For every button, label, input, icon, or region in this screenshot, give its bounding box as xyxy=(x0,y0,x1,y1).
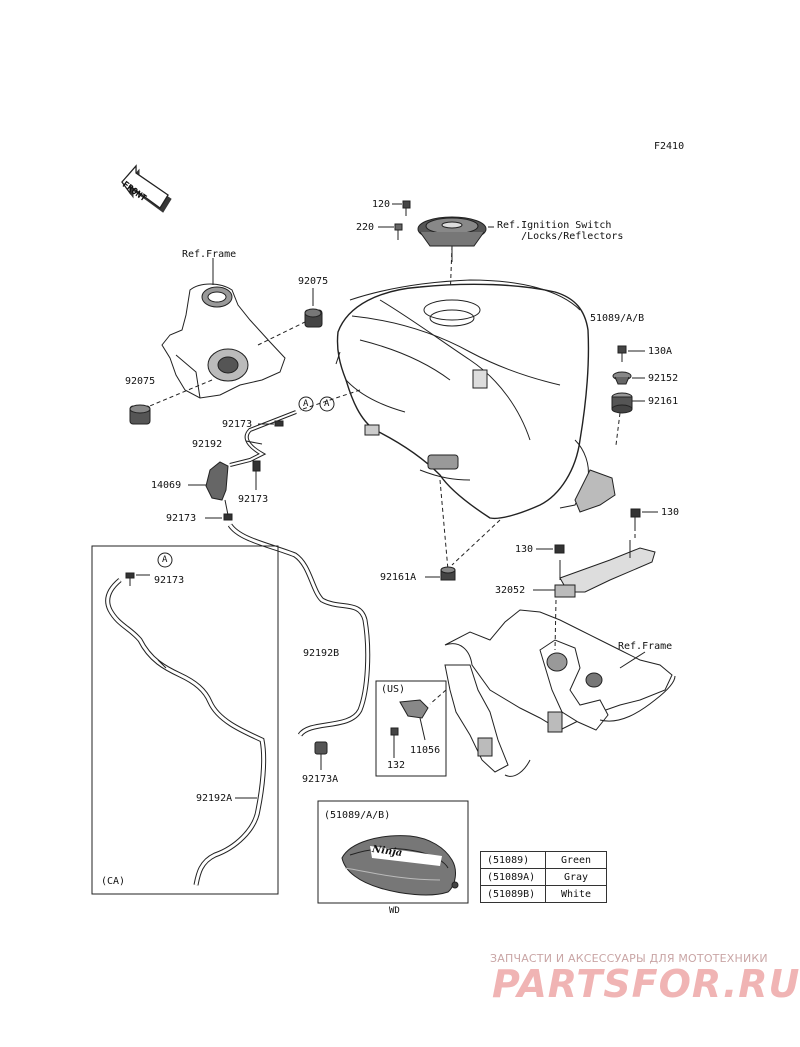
ca-box-label: (CA) xyxy=(101,876,126,887)
screw-220 xyxy=(378,223,403,240)
bracket-32052 xyxy=(533,540,656,598)
damper-92161 xyxy=(611,392,645,446)
table-row: (51089) Green xyxy=(480,851,607,869)
variant-box xyxy=(317,800,469,904)
bolt-130-right xyxy=(630,508,658,540)
watermark-tagline: ЗАПЧАСТИ И АКСЕССУАРЫ ДЛЯ МОТОТЕХНИКИ xyxy=(490,952,768,965)
color-table: (51089) Green (51089A) Gray (51089B) Whi… xyxy=(480,851,607,903)
us-box xyxy=(375,680,447,777)
callout-a-1: A xyxy=(303,399,309,409)
table-row: (51089A) Gray xyxy=(480,868,607,886)
label-220: 220 xyxy=(356,222,375,233)
bolt-130A xyxy=(617,345,645,362)
label-92192A: 92192A xyxy=(196,793,233,804)
label-130-mid: 130 xyxy=(515,544,534,555)
clamp-92173-ca xyxy=(125,572,150,586)
watermark-logo: PARTSFOR.RU xyxy=(492,962,800,1006)
label-51089: 51089/A/B xyxy=(590,313,645,324)
label-92192: 92192 xyxy=(192,439,223,450)
label-92173-c: 92173 xyxy=(166,513,197,524)
bolt-130-mid xyxy=(536,544,565,554)
color-code: (51089) xyxy=(480,851,546,869)
callout-a-3: A xyxy=(162,555,168,565)
damper-92075-left xyxy=(129,404,151,425)
front-arrow-icon xyxy=(121,164,172,213)
frame-part-top xyxy=(144,258,306,409)
wd-label: WD xyxy=(389,906,400,916)
label-92161: 92161 xyxy=(648,396,679,407)
label-11056: 11056 xyxy=(410,745,441,756)
fuel-tank xyxy=(299,279,616,571)
color-name: Green xyxy=(545,851,607,869)
callout-a-2: A xyxy=(324,399,330,409)
label-130-right: 130 xyxy=(661,507,680,518)
label-92192B: 92192B xyxy=(303,648,340,659)
color-name: White xyxy=(545,885,607,903)
grommet-92152 xyxy=(612,371,645,385)
fuel-cap xyxy=(417,216,487,301)
color-code: (51089B) xyxy=(480,885,546,903)
figure-code: F2410 xyxy=(654,141,685,152)
label-92173A: 92173A xyxy=(302,774,339,785)
damper-92075-top xyxy=(304,288,323,328)
label-92075-left: 92075 xyxy=(125,376,156,387)
label-92173-a: 92173 xyxy=(222,419,253,430)
ca-box xyxy=(91,545,279,895)
hose-92192 xyxy=(229,410,297,467)
label-92173-b: 92173 xyxy=(238,494,269,505)
label-92173-ca: 92173 xyxy=(154,575,185,586)
label-92152: 92152 xyxy=(648,373,679,384)
label-132: 132 xyxy=(387,760,406,771)
callout-a xyxy=(157,396,335,568)
label-92075-top: 92075 xyxy=(298,276,329,287)
label-92161A: 92161A xyxy=(380,572,417,583)
bracket-11056 xyxy=(399,689,447,741)
clamp-92173-a xyxy=(258,420,284,427)
variant-box-title: (51089/A/B) xyxy=(324,810,391,821)
label-120: 120 xyxy=(372,199,391,210)
fitting-14069 xyxy=(188,461,229,516)
hose-92192B xyxy=(227,523,371,737)
us-box-label: (US) xyxy=(381,684,406,695)
ref-ignition: Ref.Ignition Switch /Locks/Reflectors xyxy=(497,220,624,242)
clamp-92173A xyxy=(314,741,328,770)
hose-92192A xyxy=(105,578,267,886)
ref-frame-bottom: Ref.Frame xyxy=(618,641,673,652)
variant-tank xyxy=(341,835,459,896)
clamp-92173-b xyxy=(252,460,261,490)
bolt-132 xyxy=(390,727,399,758)
bolt-120 xyxy=(392,200,411,216)
label-130A: 130A xyxy=(648,346,673,357)
label-14069: 14069 xyxy=(151,480,182,491)
color-name: Gray xyxy=(545,868,607,886)
damper-92161A xyxy=(425,566,456,581)
label-32052: 32052 xyxy=(495,585,526,596)
frame-part-bottom xyxy=(444,599,676,777)
ref-frame-top: Ref.Frame xyxy=(182,249,237,260)
table-row: (51089B) White xyxy=(480,885,607,903)
color-code: (51089A) xyxy=(480,868,546,886)
